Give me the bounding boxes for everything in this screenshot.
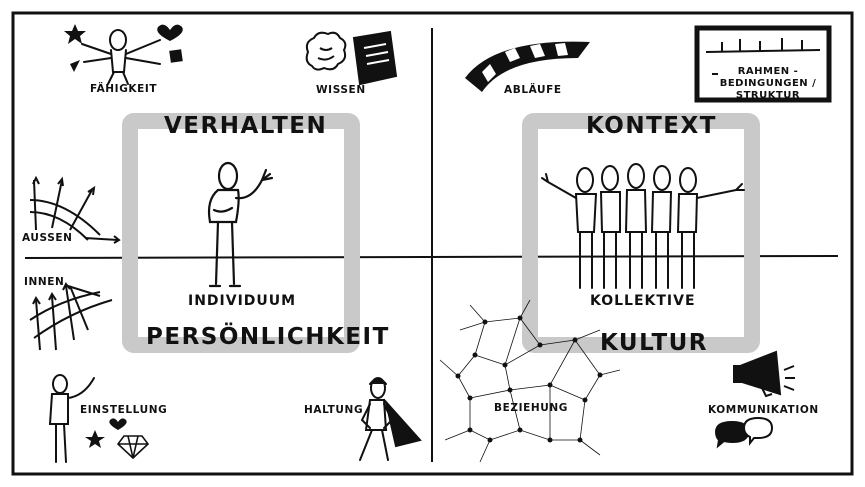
heart-icon: [109, 418, 127, 430]
quadrant-title-verhalten: VERHALTEN: [164, 113, 328, 139]
aussen-label: AUSSEN: [22, 232, 73, 244]
heart-icon: [157, 24, 183, 41]
beziehung-label: BEZIEHUNG: [494, 402, 568, 414]
brain-icon: [305, 31, 347, 71]
individuum-label: INDIVIDUUM: [188, 293, 297, 309]
individual-frame: [122, 113, 360, 353]
flag-icon: [169, 49, 183, 63]
board-border: [11, 11, 854, 476]
sign-icon: [694, 25, 832, 103]
horizontal-axis: [24, 255, 839, 259]
einstellung-label: EINSTELLUNG: [80, 404, 168, 416]
quadrant-title-persoenlichkeit: PERSÖNLICHKEIT: [146, 324, 390, 350]
person-attitude-icon: [48, 374, 95, 463]
diamond-icon: [116, 435, 150, 460]
cape-hero-icon: [359, 377, 422, 461]
arrows-outer-icon: [29, 175, 121, 244]
speech-bubbles-icon: [714, 416, 774, 449]
faehigkeit-label: FÄHIGKEIT: [90, 83, 158, 95]
book-icon: [352, 30, 398, 86]
network-icon: [439, 299, 621, 463]
rahmen-line-3: STRUKTUR: [735, 90, 801, 101]
person-skills-icon: [81, 29, 161, 85]
person-icon: [207, 161, 274, 288]
quadrant-title-kontext: KONTEXT: [586, 113, 717, 139]
haltung-label: HALTUNG: [304, 404, 364, 416]
kommunikation-label: KOMMUNIKATION: [708, 404, 819, 416]
rahmen-label: RAHMEN - BEDINGUNGEN / STRUKTUR: [716, 66, 820, 102]
collective-frame: [522, 113, 760, 353]
triangle-icon: [70, 60, 80, 72]
quadrant-title-kultur: KULTUR: [600, 330, 709, 356]
kollektive-label: KOLLEKTIVE: [590, 293, 696, 309]
megaphone-icon: [733, 350, 795, 398]
wissen-label: WISSEN: [316, 84, 366, 96]
star-icon: [85, 430, 105, 448]
ablaeufe-label: ABLÄUFE: [504, 84, 562, 96]
star-icon: [64, 24, 86, 44]
rahmen-line-2: BEDINGUNGEN /: [719, 78, 817, 89]
ribbon-icon: [465, 41, 590, 92]
group-icon: [541, 163, 745, 289]
rahmen-line-1: RAHMEN -: [737, 66, 799, 77]
innen-label: INNEN: [24, 276, 65, 288]
arrows-inner-icon: [29, 282, 113, 351]
